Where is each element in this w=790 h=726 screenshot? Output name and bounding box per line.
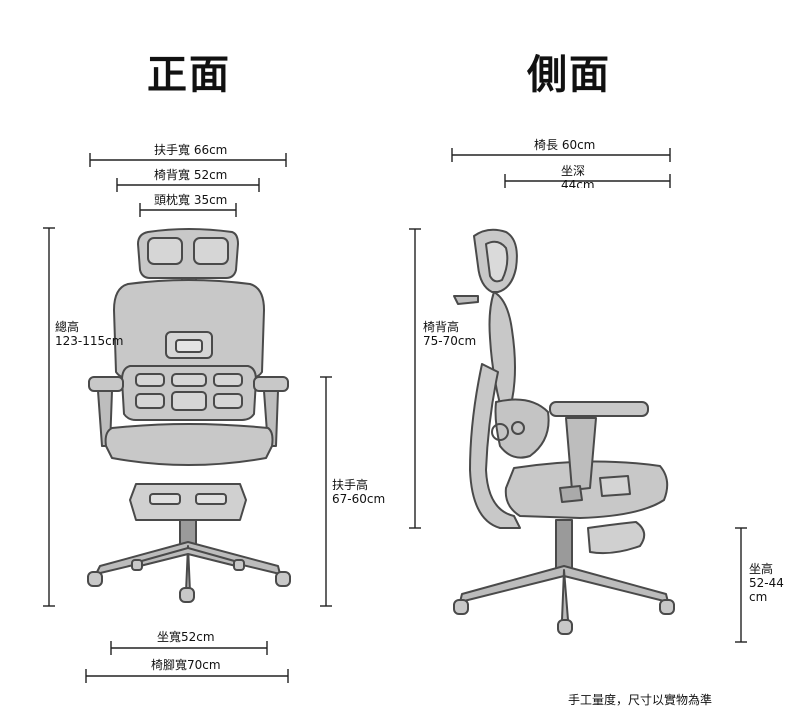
headrest-width-label: 頭枕寬 35cm — [152, 193, 230, 207]
back-width-label: 椅背寬 52cm — [152, 168, 230, 182]
armrest-width-label: 扶手寬 66cm — [152, 143, 230, 157]
side-chair — [453, 228, 675, 635]
chair-length-label: 椅長 60cm — [532, 138, 598, 152]
side-dimension-lines — [409, 148, 747, 643]
total-height-label: 總高 123-115cm — [55, 320, 124, 348]
seat-depth-label: 坐深 44cm — [561, 164, 595, 188]
side-view-title: 側面 — [527, 52, 611, 98]
seat-width-label: 坐寬52cm — [155, 630, 217, 644]
measurement-footnote: 手工量度，尺寸以實物為準 — [568, 693, 713, 707]
armrest-height-label: 扶手高 67-60cm — [332, 478, 386, 506]
seat-height-label: 坐高 52-44 cm — [749, 562, 784, 604]
front-dimension-lines — [43, 153, 332, 683]
front-view-title: 正面 — [147, 52, 231, 98]
base-width-label: 椅腳寬70cm — [149, 658, 223, 672]
back-height-label: 椅背高 75-70cm — [423, 320, 477, 348]
front-chair — [87, 228, 291, 603]
